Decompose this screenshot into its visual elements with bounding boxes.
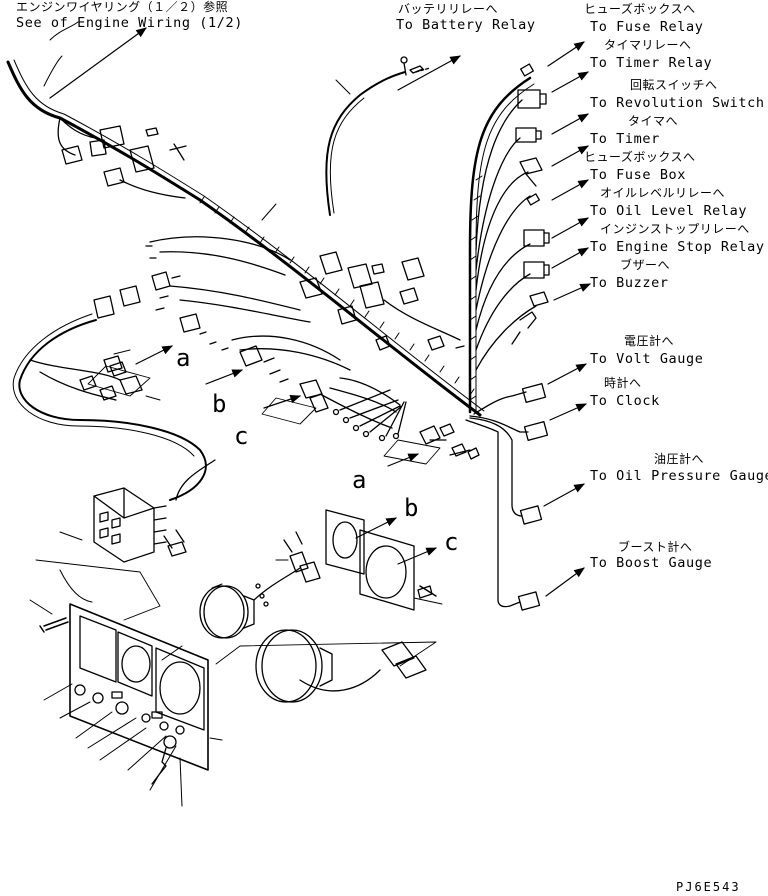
- oil-level-relay-label-en: To Oil Level Relay: [590, 203, 748, 219]
- drawing-code: PJ6E543: [676, 880, 741, 894]
- panel-connector-block: [93, 459, 216, 563]
- fuse-relay-label-en: To Fuse Relay: [590, 19, 704, 35]
- volt-gauge-label-ja: 電圧計へ: [624, 334, 675, 348]
- detail-key-a-lower: a: [352, 466, 367, 494]
- gauge-brackets: [163, 509, 433, 611]
- buzzer-label-en: To Buzzer: [590, 275, 669, 291]
- boost-gauge-label-en: To Boost Gauge: [590, 555, 713, 571]
- middle-branch-cluster: [93, 236, 465, 383]
- detail-key-b-upper: b: [212, 390, 227, 418]
- detail-group-outlines: [35, 365, 441, 667]
- detail-key-c-upper: c: [234, 422, 249, 450]
- revolution-switch-label-ja: 回転スイッチへ: [630, 78, 718, 92]
- gauges: [199, 567, 427, 703]
- gauge-leads: [419, 383, 549, 611]
- detail-key-a-upper: a: [176, 344, 191, 372]
- battery-relay-branch: [325, 56, 431, 216]
- timer-relay-label-ja: タイマリレーへ: [604, 38, 692, 52]
- ring-terminal-cluster: [299, 377, 407, 442]
- oil-level-relay-label-ja: オイルレベルリレーへ: [600, 186, 726, 200]
- timer-label-ja: タイマへ: [628, 114, 679, 128]
- timer-relay-label-en: To Timer Relay: [590, 55, 713, 71]
- fuse-relay-label-ja: ヒューズボックスへ: [584, 2, 696, 16]
- bolts: [39, 585, 437, 633]
- boost-gauge-label-ja: ブースト計へ: [618, 540, 693, 554]
- fuse-box-label-ja: ヒューズボックスへ: [584, 150, 696, 164]
- volt-gauge-label-en: To Volt Gauge: [590, 351, 704, 367]
- buzzer-label-ja: ブザーへ: [620, 258, 671, 272]
- engine-wiring-label-en: See of Engine Wiring (1/2): [16, 15, 243, 31]
- right-riser-harness: [468, 76, 537, 414]
- oil-pressure-label-ja: 油圧計へ: [654, 452, 705, 466]
- battery-relay-label-ja: バッテリリレーへ: [398, 2, 499, 16]
- left-loop-harness: [12, 313, 207, 501]
- instrument-panel: [69, 603, 209, 785]
- clock-label-en: To Clock: [590, 393, 660, 409]
- callout-lines: [29, 21, 443, 807]
- direction-arrows: [49, 27, 591, 597]
- oil-pressure-label-en: To Oil Pressure Gauge: [590, 468, 768, 484]
- timer-label-en: To Timer: [590, 131, 660, 147]
- revolution-switch-label-en: To Revolution Switch: [590, 95, 765, 111]
- detail-key-b-lower: b: [404, 494, 419, 522]
- upper-left-connectors: [57, 117, 187, 199]
- engine-stop-relay-label-ja: インジンストップリレーへ: [600, 222, 750, 236]
- engine-stop-relay-label-en: To Engine Stop Relay: [590, 239, 765, 255]
- battery-relay-label-en: To Battery Relay: [396, 17, 536, 33]
- right-connectors: [511, 63, 550, 345]
- detail-key-c-lower: c: [444, 528, 459, 556]
- main-harness: [6, 59, 485, 417]
- engine-wiring-label-ja: エンジンワイヤリング（１／２）参照: [16, 0, 229, 14]
- clock-label-ja: 時計へ: [604, 376, 642, 390]
- fuse-box-label-en: To Fuse Box: [590, 167, 687, 183]
